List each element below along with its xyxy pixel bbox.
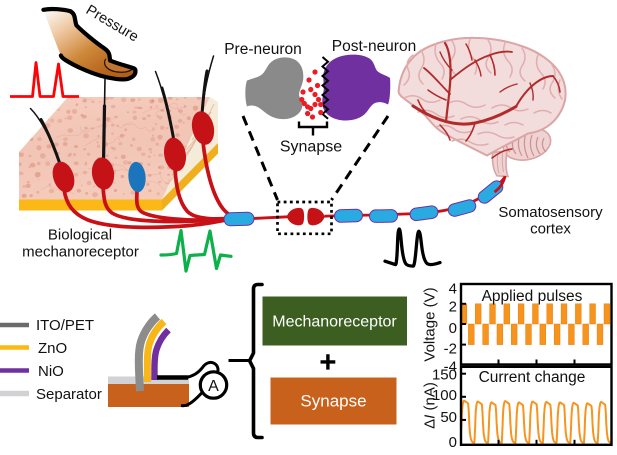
svg-text:A: A [208, 378, 219, 395]
svg-text:ΔI (nA): ΔI (nA) [422, 382, 439, 429]
svg-text:Synapse: Synapse [300, 392, 366, 411]
svg-text:0: 0 [449, 320, 457, 337]
svg-text:0: 0 [449, 434, 457, 451]
svg-text:Synapse: Synapse [280, 139, 342, 156]
svg-text:ZnO: ZnO [38, 340, 67, 357]
svg-text:Voltage (V): Voltage (V) [422, 287, 439, 361]
svg-text:150: 150 [432, 366, 457, 383]
svg-text:50: 50 [440, 409, 457, 426]
svg-text:Mechanoreceptor: Mechanoreceptor [272, 314, 397, 331]
svg-text:mechanoreceptor: mechanoreceptor [22, 244, 139, 261]
svg-text:-4: -4 [444, 359, 457, 376]
svg-text:Post-neuron: Post-neuron [332, 38, 416, 55]
svg-text:Pre-neuron: Pre-neuron [224, 41, 302, 58]
svg-text:Biological: Biological [48, 227, 112, 244]
svg-text:Separator: Separator [36, 386, 102, 403]
svg-text:100: 100 [432, 387, 457, 404]
svg-text:4: 4 [449, 280, 457, 297]
svg-text:ITO/PET: ITO/PET [36, 317, 94, 334]
svg-text:-2: -2 [444, 340, 457, 357]
svg-text:NiO: NiO [38, 363, 64, 380]
svg-text:Somatosensory: Somatosensory [498, 204, 603, 221]
svg-text:Current change: Current change [479, 369, 586, 386]
svg-text:2: 2 [449, 299, 457, 316]
svg-text:cortex: cortex [530, 221, 571, 238]
svg-text:Applied pulses: Applied pulses [482, 288, 583, 305]
